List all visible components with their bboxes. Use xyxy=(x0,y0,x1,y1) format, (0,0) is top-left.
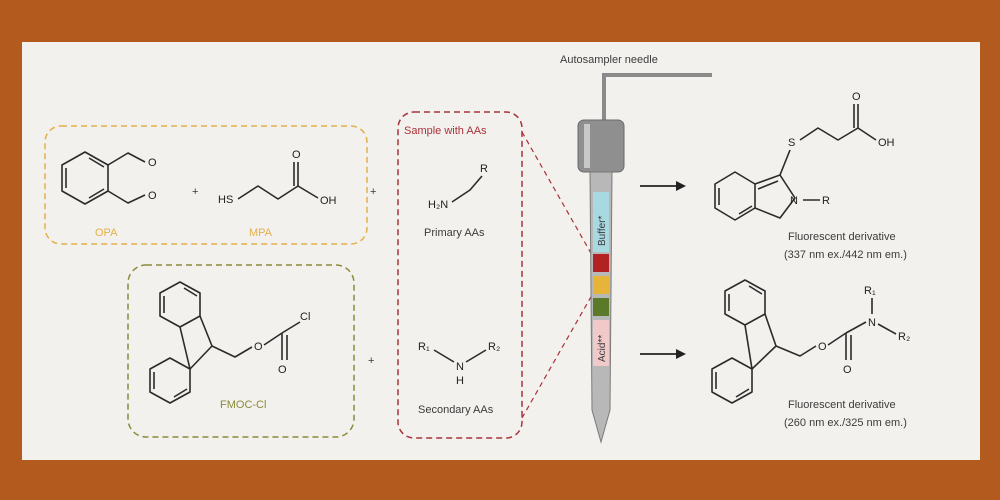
opa-label: OPA xyxy=(95,227,118,239)
product1-oh: OH xyxy=(878,137,895,149)
product2-r2: R₂ xyxy=(898,331,910,343)
connector-bottom xyxy=(521,287,597,419)
fmoc-ester-o: O xyxy=(254,341,263,353)
secondary-aas-label: Secondary AAs xyxy=(418,404,494,416)
opa-structure: O O xyxy=(61,151,157,205)
product2-structure: O O N R₁ R₂ xyxy=(711,279,910,404)
product1-o: O xyxy=(852,91,861,103)
sample-box xyxy=(397,111,523,439)
buffer-segment xyxy=(593,192,609,252)
product1-wavelengths: (337 nm ex./442 nm em.) xyxy=(784,249,907,261)
primary-r: R xyxy=(480,163,488,175)
mpa-carbonyl-o: O xyxy=(292,149,301,161)
secondary-n: N xyxy=(456,361,464,373)
product2-carbonyl-o: O xyxy=(843,364,852,376)
secondary-h: H xyxy=(456,375,464,387)
plus-sign-fmoc: + xyxy=(368,355,374,367)
secondary-r1: R₁ xyxy=(418,341,430,353)
fmoc-structure: O Cl O xyxy=(149,281,310,404)
product2-wavelengths: (260 nm ex./325 nm em.) xyxy=(784,417,907,429)
mpa-structure: HS O OH xyxy=(218,149,337,207)
fmoc-cl: Cl xyxy=(300,311,310,323)
product1-n: N xyxy=(790,195,798,207)
arrow-bottom xyxy=(640,349,686,359)
fmoc-box xyxy=(127,264,355,438)
secondary-aa-structure: R₁ N H R₂ xyxy=(418,341,500,387)
primary-h2n: H₂N xyxy=(428,199,448,211)
yellow-band xyxy=(593,276,609,294)
acid-label: Acid** xyxy=(597,335,608,362)
needle-label: Autosampler needle xyxy=(560,54,658,66)
product1-structure: N R S O OH xyxy=(714,91,895,221)
autosampler-needle xyxy=(577,73,712,444)
product2-r1: R₁ xyxy=(864,285,876,297)
connector-top xyxy=(521,131,597,263)
mpa-oh: OH xyxy=(320,195,337,207)
diagram-panel xyxy=(22,42,980,460)
mpa-label: MPA xyxy=(249,227,273,239)
product2-title: Fluorescent derivative xyxy=(788,399,896,411)
green-band xyxy=(593,298,609,316)
red-band xyxy=(593,254,609,272)
mpa-hs: HS xyxy=(218,194,233,206)
product1-r: R xyxy=(822,195,830,207)
arrow-top xyxy=(640,181,686,191)
secondary-r2: R₂ xyxy=(488,341,500,353)
primary-aa-structure: H₂N R xyxy=(428,163,488,211)
opa-oxygen-2: O xyxy=(148,190,157,202)
fmoc-label: FMOC-Cl xyxy=(220,399,266,411)
fmoc-carbonyl-o: O xyxy=(278,364,287,376)
product2-ester-o: O xyxy=(818,341,827,353)
product2-n: N xyxy=(868,317,876,329)
plus-sign-2: + xyxy=(370,186,376,198)
product1-s: S xyxy=(788,137,795,149)
buffer-label: Buffer* xyxy=(597,216,608,246)
sample-title: Sample with AAs xyxy=(404,125,487,137)
opa-oxygen-1: O xyxy=(148,157,157,169)
primary-aas-label: Primary AAs xyxy=(424,227,485,239)
plus-sign-1: + xyxy=(192,186,198,198)
opa-mpa-box xyxy=(44,125,368,245)
acid-segment xyxy=(593,320,609,366)
product1-title: Fluorescent derivative xyxy=(788,231,896,243)
